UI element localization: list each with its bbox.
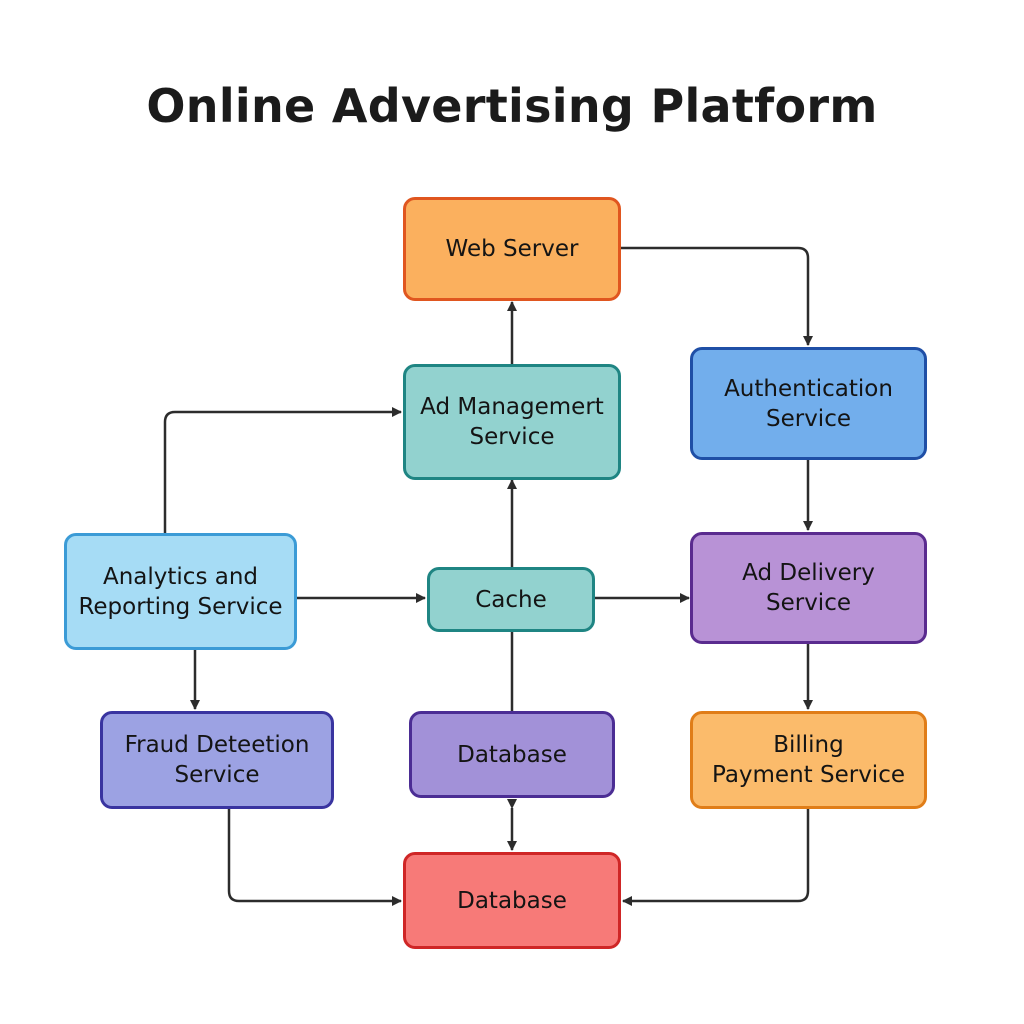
arrow-web-server-to-authentication: [620, 246, 813, 346]
web-server-label: Web Server: [445, 236, 579, 262]
database-main-label: Database: [457, 887, 567, 914]
authentication-service-label: Authentication Service: [724, 375, 893, 432]
web-server-node: Web Server: [403, 197, 621, 301]
fraud-detection-service-label: Fraud Deteetion Service: [124, 732, 310, 788]
ad-management-service-label: Ad Managemert Service: [420, 394, 604, 450]
billing-payment-service-label: Billing Payment Service: [711, 732, 905, 788]
billing-payment-service-node: Billing Payment Service: [690, 711, 927, 809]
cache-label: Cache: [475, 586, 547, 613]
ad-delivery-service-label: Ad Delivery Service: [742, 560, 875, 616]
arrow-fraud-detection-to-database-main: [227, 809, 402, 906]
authentication-service-node: Authentication Service: [690, 347, 927, 460]
database-upper-label: Database: [457, 741, 567, 768]
fraud-detection-service-node: Fraud Deteetion Service: [100, 711, 334, 809]
ad-delivery-service-node: Ad Delivery Service: [690, 532, 927, 644]
arrow-billing-to-database-main: [622, 809, 810, 906]
database-main-node: Database: [403, 852, 621, 949]
cache-node: Cache: [427, 567, 595, 632]
database-upper-node: Database: [409, 711, 615, 798]
diagram-title: Online Advertising Platform: [146, 79, 878, 133]
arrow-analytics-to-ad-management: [163, 407, 402, 533]
analytics-reporting-service-label: Analytics and Reporting Service: [78, 563, 283, 620]
analytics-reporting-service-node: Analytics and Reporting Service: [64, 533, 297, 650]
ad-management-service-node: Ad Managemert Service: [403, 364, 621, 480]
